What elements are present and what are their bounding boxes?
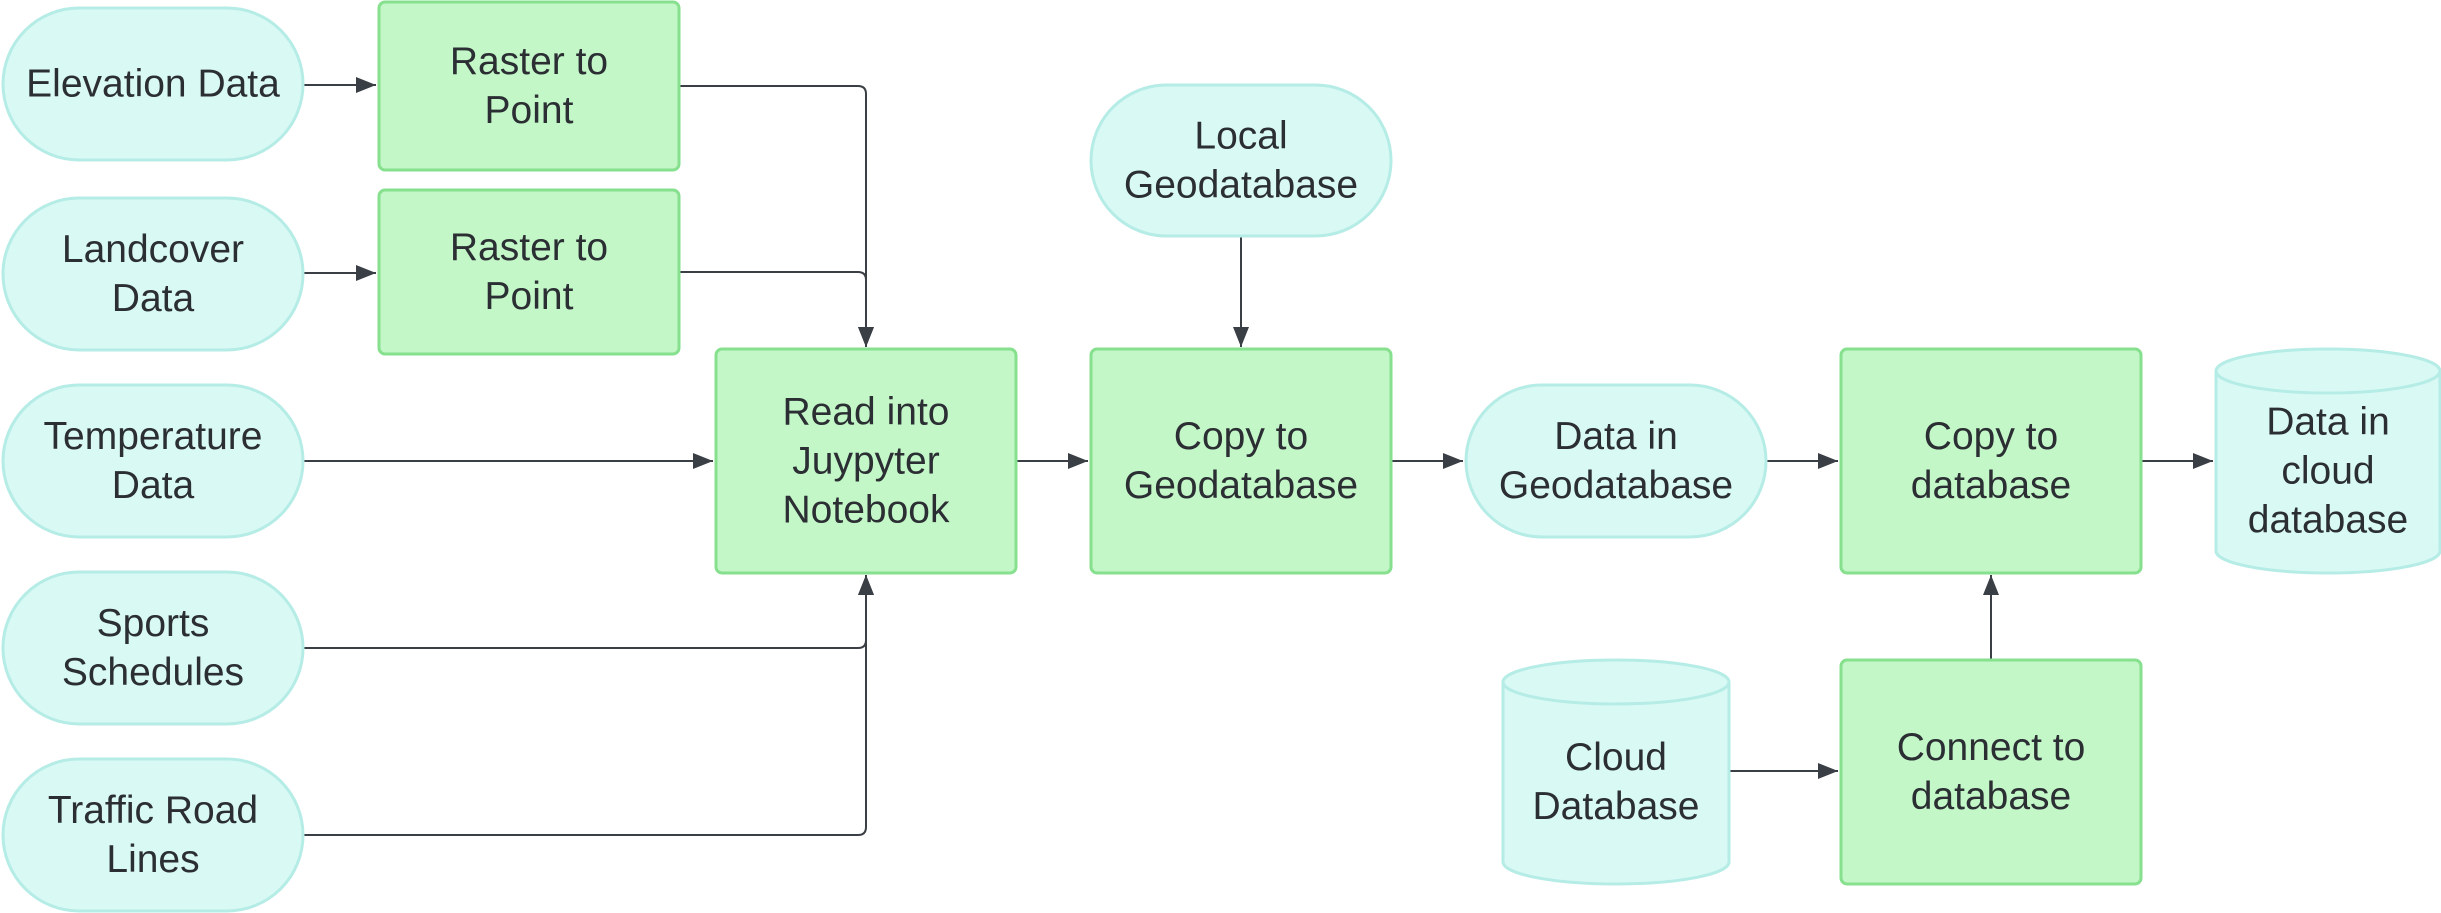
cylinder-top xyxy=(2214,347,2441,395)
node-label-line: Geodatabase xyxy=(1499,464,1733,507)
node-raster-to-point-1: Raster to Point xyxy=(377,0,681,172)
node-label-line: Raster to xyxy=(450,40,608,83)
node-label-line: Geodatabase xyxy=(1124,464,1358,507)
node-connect-to-database: Connect to database xyxy=(1839,658,2143,886)
node-label-line: Data in xyxy=(1554,415,1678,458)
node-label-line: database xyxy=(1911,464,2071,507)
node-label-line: Landcover xyxy=(62,228,244,271)
process-box xyxy=(1839,347,2143,575)
node-label-line: database xyxy=(2248,499,2408,542)
pill-shape xyxy=(1,6,305,162)
process-box xyxy=(377,0,681,172)
process-box xyxy=(714,347,1018,575)
edge-traffic-to-notebook xyxy=(303,575,874,836)
node-label-line: Schedules xyxy=(62,651,244,694)
node-label-line: Connect to xyxy=(1897,726,2086,769)
node-elevation-data: Elevation Data xyxy=(1,6,305,162)
node-label-line: Elevation Data xyxy=(26,63,280,106)
node-copy-to-database: Copy to database xyxy=(1839,347,2143,575)
node-label-line: Lines xyxy=(106,838,199,881)
node-label-line: Read into xyxy=(783,391,950,434)
edge-sports-to-notebook xyxy=(303,575,874,649)
cylinder-top xyxy=(1501,658,1731,706)
node-label-line: Raster to xyxy=(450,226,608,269)
node-label-line: Geodatabase xyxy=(1124,164,1358,207)
node-label-line: Copy to xyxy=(1924,415,2058,458)
node-data-in-geodatabase: Data in Geodatabase xyxy=(1464,383,1768,539)
node-label-line: cloud xyxy=(2281,450,2374,493)
node-label-line: Sports xyxy=(97,602,210,645)
node-copy-to-geodatabase: Copy to Geodatabase xyxy=(1089,347,1393,575)
node-label-line: Juypyter xyxy=(792,440,939,483)
node-label-line: Temperature xyxy=(44,415,263,458)
edges-layer xyxy=(303,77,2213,836)
cylinder-body xyxy=(1501,682,1731,886)
cylinder-body xyxy=(2214,371,2441,575)
node-label-line: Data xyxy=(112,464,195,507)
pill-shape xyxy=(1,196,305,352)
node-label-line: Point xyxy=(485,275,574,318)
node-raster-to-point-2: Raster to Point xyxy=(377,188,681,356)
node-label-line: Data xyxy=(112,277,195,320)
node-label-line: Copy to xyxy=(1174,415,1308,458)
node-label-line: Data in xyxy=(2266,401,2390,444)
pill-shape xyxy=(1,383,305,539)
edge-raster-1-to-notebook xyxy=(679,85,874,347)
pill-shape xyxy=(1,757,305,913)
process-box xyxy=(1839,658,2143,886)
node-label-line: Notebook xyxy=(783,489,950,532)
pill-shape xyxy=(1464,383,1768,539)
node-label-line: database xyxy=(1911,775,2071,818)
process-box xyxy=(377,188,681,356)
node-label-line: Database xyxy=(1533,785,1700,828)
node-label-line: Traffic Road xyxy=(48,789,258,832)
node-label-line: Local xyxy=(1194,115,1287,158)
node-label-line: Point xyxy=(485,89,574,132)
pill-shape xyxy=(1,570,305,726)
node-data-in-cloud-database: Data in cloud database xyxy=(2214,347,2441,575)
process-box xyxy=(1089,347,1393,575)
pill-shape xyxy=(1089,83,1393,238)
edge-raster-2-to-notebook xyxy=(679,271,874,347)
node-label-line: Cloud xyxy=(1565,736,1667,779)
